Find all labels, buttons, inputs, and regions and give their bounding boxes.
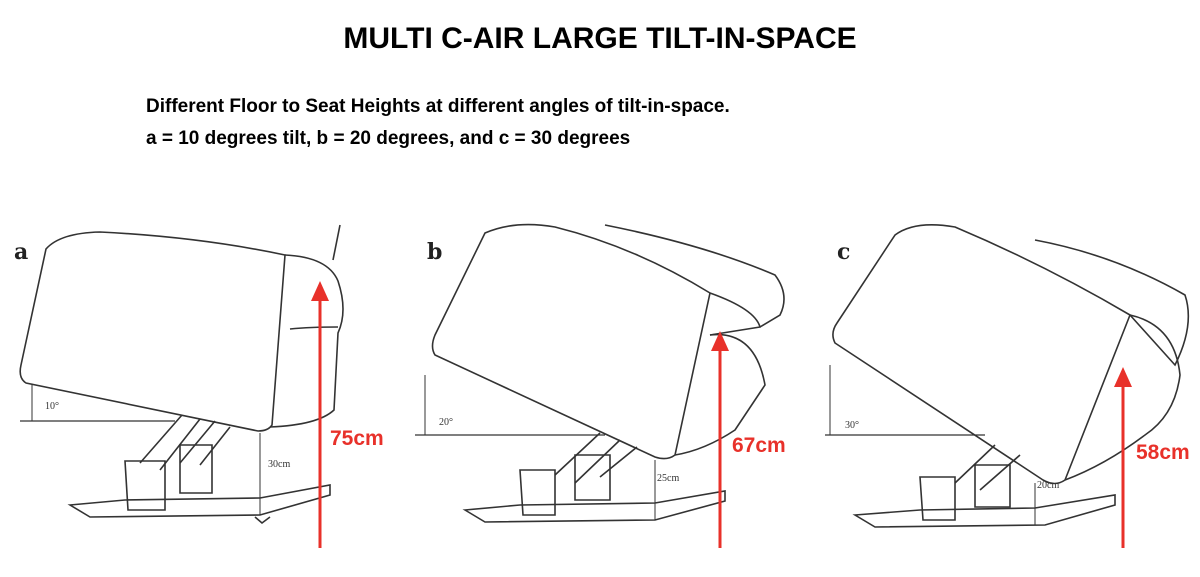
height-arrow-c — [1114, 367, 1132, 548]
height-arrow-b — [711, 331, 729, 548]
panel-letter: c — [837, 239, 851, 265]
seat-height-label: 30cm — [268, 459, 291, 470]
chair-drawing-a — [19, 224, 344, 525]
diagram-panel-b: b 20° 25cm 67cm — [405, 215, 805, 560]
panel-letter: a — [14, 239, 29, 265]
subtitle-line-2: a = 10 degrees tilt, b = 20 degrees, and… — [146, 128, 631, 149]
total-height-label: 67cm — [732, 434, 786, 457]
seat-height-label: 20cm — [1037, 480, 1060, 491]
backrest-cushion — [19, 231, 286, 432]
diagram-panel-c: c 30° 20cm 58cm — [815, 215, 1200, 560]
subtitle-line-1: Different Floor to Seat Heights at diffe… — [146, 96, 730, 117]
angle-label: 30° — [845, 420, 859, 431]
seat-height-label: 25cm — [657, 473, 680, 484]
page-title: MULTI C-AIR LARGE TILT-IN-SPACE — [343, 22, 857, 55]
height-arrow-a — [311, 281, 329, 548]
diagram-panel-a: a 10° 30cm 75cm — [0, 215, 400, 560]
angle-label: 10° — [45, 401, 59, 412]
angle-label: 20° — [439, 417, 453, 428]
total-height-label: 58cm — [1136, 441, 1190, 464]
panel-letter: b — [427, 239, 443, 265]
chair-drawing-c — [825, 224, 1190, 528]
total-height-label: 75cm — [330, 427, 384, 450]
seat-front — [269, 254, 344, 428]
chair-drawing-b — [415, 223, 785, 523]
